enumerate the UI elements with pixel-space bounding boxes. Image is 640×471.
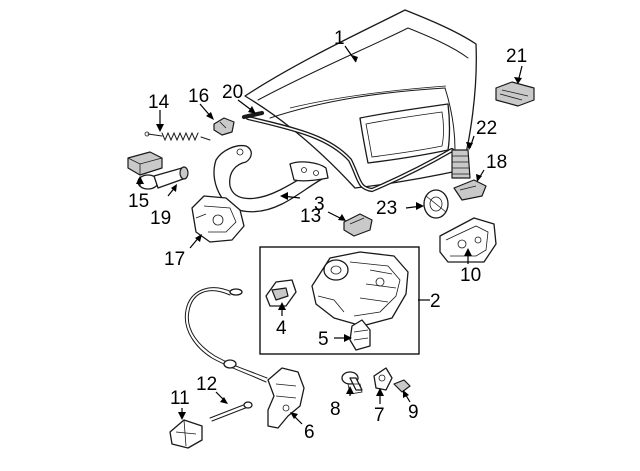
callout-12: 12 <box>196 374 217 395</box>
part-16-clip <box>213 117 235 136</box>
callout-8: 8 <box>330 399 341 420</box>
callout-1: 1 <box>334 28 345 49</box>
part-20-weatherstrip <box>241 110 455 193</box>
callout-21: 21 <box>506 46 527 67</box>
part-12-pin <box>209 401 253 422</box>
leader-lines <box>136 45 523 425</box>
callout-23: 23 <box>376 198 397 219</box>
part-19-buffer <box>137 166 189 190</box>
part-6-release-handle <box>267 367 305 429</box>
callout-2: 2 <box>430 291 441 312</box>
callout-16: 16 <box>188 86 209 107</box>
part-4-insert <box>265 279 297 307</box>
callout-5: 5 <box>318 329 329 350</box>
part-7-washer <box>373 367 393 391</box>
callout-15: 15 <box>128 191 149 212</box>
part-18-connector <box>453 179 487 201</box>
cable <box>184 287 268 383</box>
callout-14: 14 <box>148 92 170 113</box>
part-9-plug <box>393 379 411 393</box>
part-5-cylinder <box>349 319 371 351</box>
callout-3: 3 <box>314 194 325 215</box>
callout-9: 9 <box>408 402 419 423</box>
part-3-clip <box>343 213 373 237</box>
part-23-cap <box>423 189 449 219</box>
callout-18: 18 <box>486 152 507 173</box>
callout-4: 4 <box>276 318 287 339</box>
callout-6: 6 <box>304 422 315 443</box>
part-15-bumper <box>127 151 163 176</box>
part-2-lock-actuator <box>311 251 409 327</box>
callout-labels: 1 21 14 16 20 22 18 15 19 13 3 23 17 10 … <box>128 28 527 443</box>
part-11-switch <box>169 419 203 449</box>
part-1-trunk-lid <box>244 9 477 189</box>
part-8-bolt <box>341 371 363 395</box>
callout-11: 11 <box>170 388 190 409</box>
part-22-grommet <box>451 149 471 179</box>
callout-7: 7 <box>374 405 385 426</box>
callout-22: 22 <box>476 118 497 139</box>
callout-17: 17 <box>164 249 185 270</box>
part-14-spring <box>144 131 211 142</box>
callout-20: 20 <box>222 82 243 103</box>
callout-10: 10 <box>460 265 481 286</box>
callout-19: 19 <box>150 208 171 229</box>
part-21-switch <box>495 81 535 107</box>
callout-13: 13 <box>300 206 321 227</box>
